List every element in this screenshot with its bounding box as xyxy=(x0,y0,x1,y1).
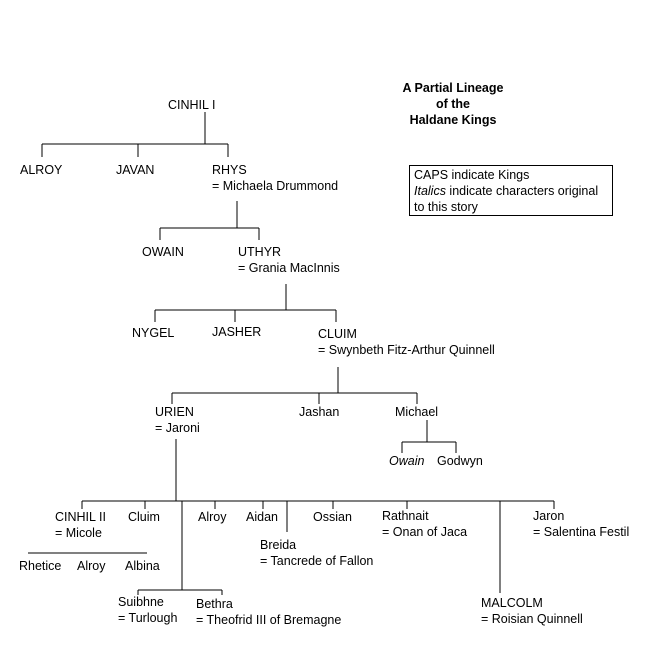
person-owain-italic: Owain xyxy=(389,454,425,468)
spouse-suibhne: = Turlough xyxy=(118,611,178,625)
person-cinhil-ii: CINHIL II xyxy=(55,510,106,524)
spouse-cluim: = Swynbeth Fitz-Arthur Quinnell xyxy=(318,343,495,357)
person-aidan: Aidan xyxy=(246,510,278,524)
person-jaron: Jaron xyxy=(533,509,565,523)
person-malcolm: MALCOLM xyxy=(481,596,543,610)
diagram-title: A Partial Lineage of the Haldane Kings xyxy=(378,80,528,128)
person-godwyn: Godwyn xyxy=(437,454,483,468)
title-line-3: Haldane Kings xyxy=(409,113,497,127)
spouse-rathnait: = Onan of Jaca xyxy=(382,525,468,539)
spouse-breida: = Tancrede of Fallon xyxy=(260,554,374,568)
spouse-jaron: = Salentina Festil xyxy=(533,525,630,539)
person-breida: Breida xyxy=(260,538,297,552)
person-suibhne: Suibhne xyxy=(118,595,164,609)
legend-italics-text: indicate characters original xyxy=(445,184,599,198)
legend-caps-text: indicate Kings xyxy=(448,168,530,182)
person-rathnait: Rathnait xyxy=(382,509,429,523)
legend-caps-word: CAPS xyxy=(414,168,449,182)
person-jashan: Jashan xyxy=(299,405,340,419)
person-cluim: CLUIM xyxy=(318,327,357,341)
legend-italics-line: Italics indicate characters original xyxy=(414,183,612,199)
spouse-malcolm: = Roisian Quinnell xyxy=(481,612,583,626)
person-jasher: JASHER xyxy=(212,325,262,339)
legend-box: CAPS indicate Kings Italics indicate cha… xyxy=(409,165,613,216)
spouse-cinhil-ii: = Micole xyxy=(55,526,102,540)
spouse-rhys: = Michaela Drummond xyxy=(212,179,339,193)
title-line-1: A Partial Lineage xyxy=(402,81,504,95)
person-alroy-grandson: Alroy xyxy=(77,559,106,573)
person-albina: Albina xyxy=(125,559,160,573)
person-cinhil-i: CINHIL I xyxy=(168,98,216,112)
person-cluim-son: Cluim xyxy=(128,510,160,524)
person-uthyr: UTHYR xyxy=(238,245,282,259)
person-alroy-son: Alroy xyxy=(198,510,227,524)
legend-caps-line: CAPS indicate Kings xyxy=(414,167,612,183)
legend-italics-word: Italics xyxy=(414,184,446,198)
spouse-urien: = Jaroni xyxy=(155,421,200,435)
person-urien: URIEN xyxy=(155,405,194,419)
person-rhys: RHYS xyxy=(212,163,247,177)
person-alroy: ALROY xyxy=(20,163,63,177)
title-line-2: of the xyxy=(435,97,471,111)
person-ossian: Ossian xyxy=(313,510,352,524)
person-javan: JAVAN xyxy=(116,163,155,177)
legend-line-3: to this story xyxy=(414,200,478,214)
person-michael: Michael xyxy=(395,405,439,419)
person-nygel: NYGEL xyxy=(132,326,175,340)
person-owain: OWAIN xyxy=(142,245,184,259)
person-rhetice: Rhetice xyxy=(19,559,62,573)
spouse-bethra: = Theofrid III of Bremagne xyxy=(196,613,342,627)
person-bethra: Bethra xyxy=(196,597,233,611)
spouse-uthyr: = Grania MacInnis xyxy=(238,261,340,275)
